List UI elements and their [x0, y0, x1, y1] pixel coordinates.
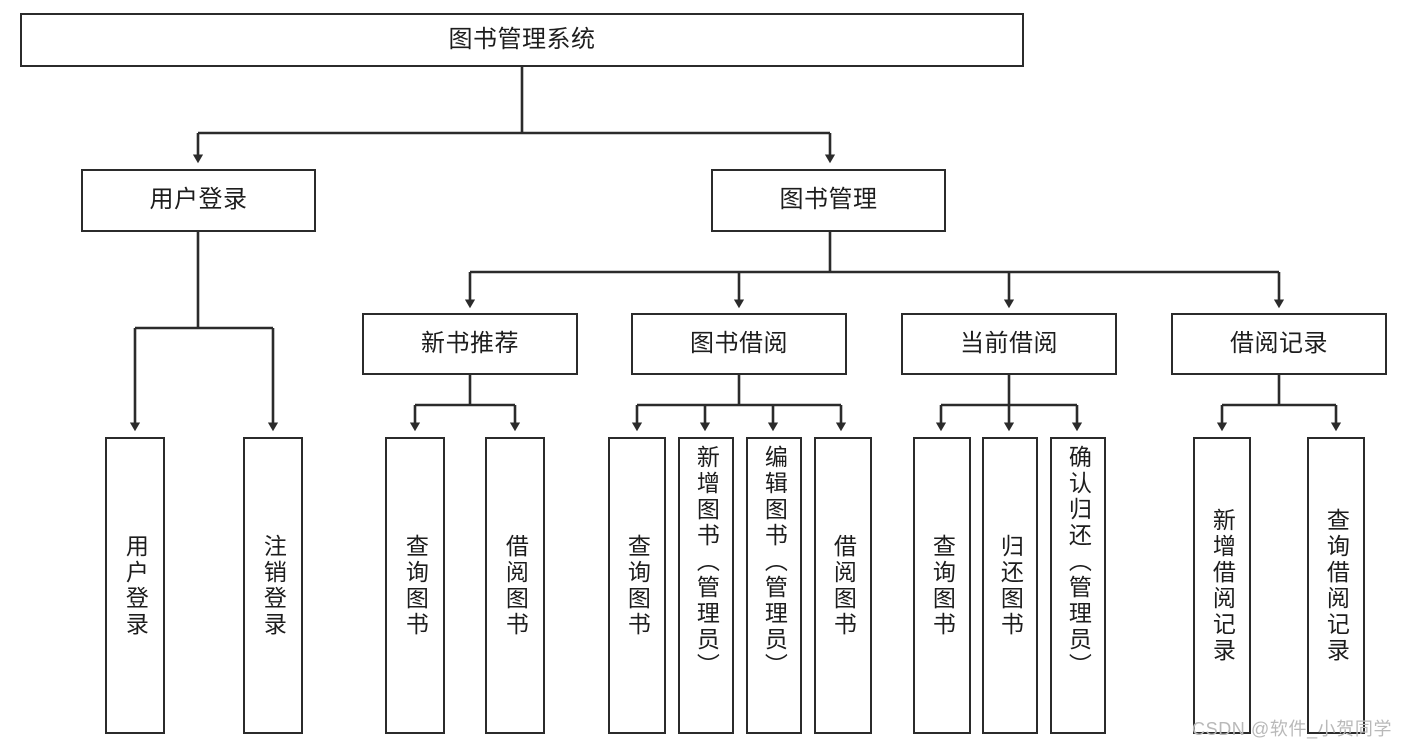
leaf-book-borrow-query-book[interactable]: 查询图书 — [608, 437, 666, 734]
node-new-book-recommend[interactable]: 新书推荐 — [362, 313, 578, 375]
leaf-new-book-query-book[interactable]: 查询图书 — [385, 437, 445, 734]
node-label: 借阅图书 — [830, 533, 857, 638]
leaf-user-login-login[interactable]: 用户登录 — [105, 437, 165, 734]
node-label: 查询图书 — [402, 533, 429, 638]
node-root-book-management-system[interactable]: 图书管理系统 — [20, 13, 1024, 67]
node-label: 归还图书 — [997, 533, 1024, 638]
node-label: 图书管理 — [779, 186, 878, 214]
node-label: 图书借阅 — [690, 329, 788, 357]
node-label: 编辑图书（管理员） — [761, 445, 788, 679]
node-label: 用户登录 — [122, 533, 149, 638]
leaf-current-borrow-query-book[interactable]: 查询图书 — [913, 437, 971, 734]
leaf-user-login-logout[interactable]: 注销登录 — [243, 437, 303, 734]
node-label: 确认归还（管理员） — [1065, 445, 1092, 679]
node-label: 用户登录 — [149, 186, 248, 214]
leaf-current-borrow-confirm-return-admin[interactable]: 确认归还（管理员） — [1050, 437, 1106, 734]
csdn-watermark: CSDN @软件_小贺同学 — [1192, 719, 1393, 739]
node-label: 新增图书（管理员） — [693, 445, 720, 679]
node-label: 借阅记录 — [1230, 329, 1328, 357]
node-label: 新增借阅记录 — [1209, 507, 1236, 664]
node-book-borrow[interactable]: 图书借阅 — [631, 313, 847, 375]
leaf-book-borrow-add-book-admin[interactable]: 新增图书（管理员） — [678, 437, 734, 734]
node-label: 查询借阅记录 — [1323, 507, 1350, 664]
leaf-new-book-borrow-book[interactable]: 借阅图书 — [485, 437, 545, 734]
node-current-borrow[interactable]: 当前借阅 — [901, 313, 1117, 375]
leaf-borrow-record-query-record[interactable]: 查询借阅记录 — [1307, 437, 1365, 734]
node-label: 图书管理系统 — [448, 25, 596, 53]
node-book-management[interactable]: 图书管理 — [711, 169, 946, 232]
node-label: 查询图书 — [624, 533, 651, 638]
leaf-book-borrow-edit-book-admin[interactable]: 编辑图书（管理员） — [746, 437, 802, 734]
node-label: 当前借阅 — [960, 329, 1058, 357]
node-label: 新书推荐 — [421, 329, 519, 357]
node-user-login[interactable]: 用户登录 — [81, 169, 316, 232]
node-label: 注销登录 — [260, 533, 287, 638]
leaf-book-borrow-borrow-book[interactable]: 借阅图书 — [814, 437, 872, 734]
node-label: 借阅图书 — [502, 533, 529, 638]
leaf-borrow-record-add-record[interactable]: 新增借阅记录 — [1193, 437, 1251, 734]
node-label: 查询图书 — [929, 533, 956, 638]
node-borrow-record[interactable]: 借阅记录 — [1171, 313, 1387, 375]
leaf-current-borrow-return-book[interactable]: 归还图书 — [982, 437, 1038, 734]
